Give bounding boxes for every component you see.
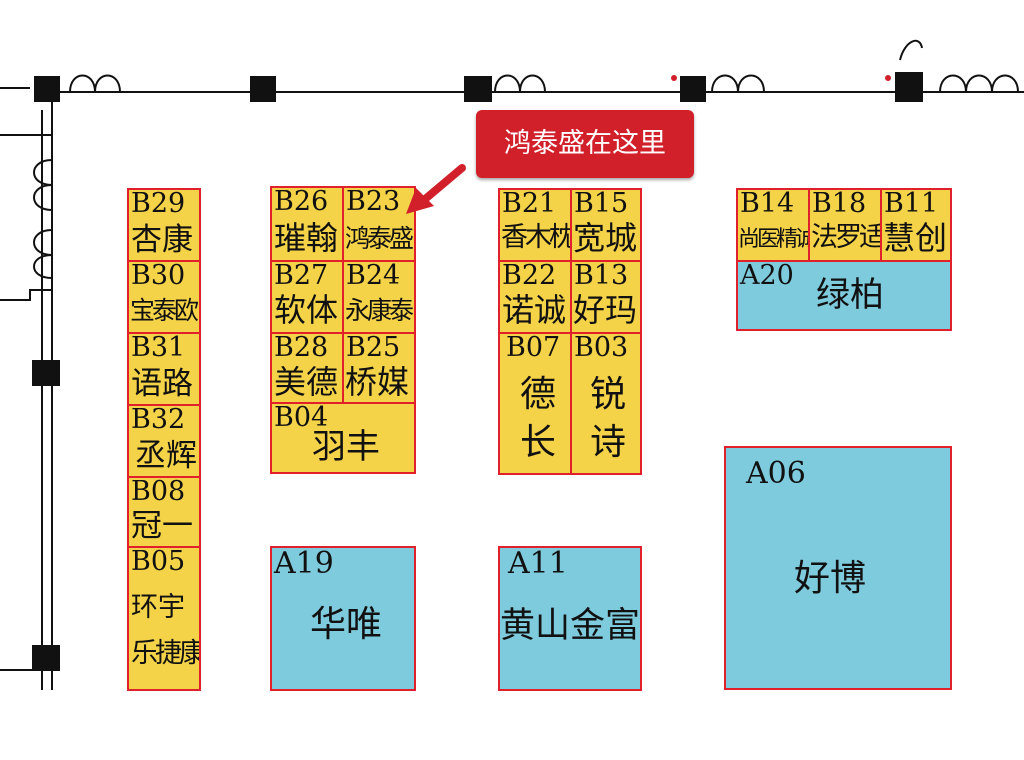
booth-name: 绿柏: [816, 275, 884, 315]
booth-b23[interactable]: B23 鸿泰盛: [342, 186, 416, 262]
booth-name: 璀翰: [274, 219, 339, 257]
booth-code: B07: [506, 332, 561, 363]
booth-b25[interactable]: B25 桥媒: [342, 332, 416, 404]
booth-name: 冠一: [131, 508, 193, 544]
booth-name: 诺诚: [502, 291, 567, 329]
booth-b29[interactable]: B29 杏康: [127, 188, 201, 262]
booth-code: A20: [740, 260, 794, 291]
booth-code: B30: [131, 260, 186, 291]
booth-b07[interactable]: B07 德 长: [498, 332, 572, 475]
booth-b27[interactable]: B27 软体: [270, 260, 344, 334]
booth-name: 鸿泰盛: [345, 224, 414, 253]
booth-name-line2: 乐捷康: [131, 638, 201, 669]
booth-a20[interactable]: A20 绿柏: [736, 260, 952, 331]
booth-code: B13: [574, 260, 629, 291]
booth-b03[interactable]: B03 锐 诗: [570, 332, 642, 475]
booth-code: B27: [274, 260, 329, 291]
booth-b30[interactable]: B30 宝泰欧: [127, 260, 201, 334]
booth-b05[interactable]: B05 环宇 乐捷康: [127, 546, 201, 691]
booth-code: B05: [131, 546, 186, 577]
booth-name-line1: 锐: [590, 374, 627, 415]
booth-b04[interactable]: B04 羽丰: [270, 402, 416, 474]
booth-code: B03: [574, 332, 629, 363]
booth-code: B08: [131, 476, 186, 507]
booth-name: 羽丰: [312, 427, 380, 467]
booth-code: B25: [346, 332, 401, 363]
booth-code: A11: [508, 546, 568, 581]
booth-b21[interactable]: B21 香木枕: [498, 188, 572, 262]
booth-b26[interactable]: B26 璀翰: [270, 186, 344, 262]
booth-code: B31: [131, 332, 186, 363]
booth-code: B15: [574, 188, 629, 219]
booth-name: 桥媒: [345, 363, 410, 401]
booth-name: 语路: [131, 366, 193, 402]
booth-code: A06: [746, 456, 806, 491]
booth-name: 好博: [794, 558, 867, 599]
booth-name: 软体: [274, 291, 339, 329]
booth-name: 永康泰: [345, 296, 414, 325]
booth-name: 杏康: [131, 222, 193, 258]
booth-name: 慧创: [883, 219, 948, 257]
booth-code: B22: [502, 260, 557, 291]
booth-code: B28: [274, 332, 329, 363]
booth-b28[interactable]: B28 美德: [270, 332, 344, 404]
booth-b13[interactable]: B13 好玛: [570, 260, 642, 334]
booth-a19[interactable]: A19 华唯: [270, 546, 416, 691]
booth-name-line2: 长: [520, 422, 557, 463]
booth-b08[interactable]: B08 冠一: [127, 476, 201, 548]
booth-b22[interactable]: B22 诺诚: [498, 260, 572, 334]
booth-b15[interactable]: B15 宽城: [570, 188, 642, 262]
booth-name: 丞辉: [135, 438, 197, 474]
booth-code: B11: [884, 188, 939, 219]
booth-name-line1: 德: [520, 374, 557, 415]
booth-code: B26: [274, 186, 329, 217]
booth-name: 黄山金富: [500, 606, 641, 646]
booth-name: 尚医精诚: [738, 227, 810, 252]
booth-name-line1: 环宇: [131, 592, 185, 623]
booth-a06[interactable]: A06 好博: [724, 446, 952, 690]
booth-b14[interactable]: B14 尚医精诚: [736, 188, 810, 262]
booth-name-line2: 诗: [590, 422, 627, 463]
booth-b24[interactable]: B24 永康泰: [342, 260, 416, 334]
booth-code: B29: [131, 188, 186, 219]
booth-code: B32: [131, 404, 186, 435]
booth-name: 好玛: [573, 291, 638, 329]
booth-name: 华唯: [310, 604, 383, 645]
booth-b18[interactable]: B18 法罗适: [808, 188, 882, 262]
booth-code: B23: [346, 186, 401, 217]
booth-code: B14: [740, 188, 795, 219]
booth-code: B18: [812, 188, 867, 219]
booth-name: 宝泰欧: [130, 296, 199, 325]
booth-b32[interactable]: B32 丞辉: [127, 404, 201, 478]
booth-name: 美德: [274, 363, 339, 401]
callout-label: 鸿泰盛在这里: [476, 110, 694, 178]
booth-name: 法罗适: [811, 222, 882, 253]
booth-code: A19: [274, 546, 334, 581]
booth-b31[interactable]: B31 语路: [127, 332, 201, 406]
booth-code: B04: [274, 402, 329, 433]
booth-code: B21: [502, 188, 557, 219]
booth-name: 香木枕: [501, 222, 572, 253]
booth-a11[interactable]: A11 黄山金富: [498, 546, 642, 691]
booth-b11[interactable]: B11 慧创: [880, 188, 952, 262]
booth-code: B24: [346, 260, 401, 291]
booth-name: 宽城: [573, 219, 638, 257]
